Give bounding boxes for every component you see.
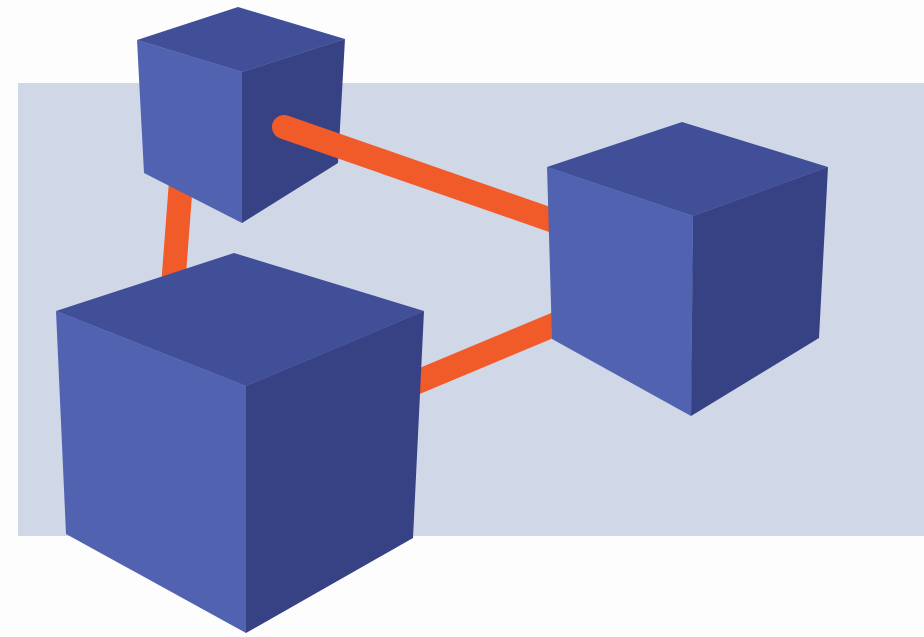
cube-right-right-face bbox=[691, 167, 828, 416]
cube-bottom-left-top-face bbox=[56, 253, 424, 386]
cube-right bbox=[547, 122, 828, 416]
cube-top-left-left-face bbox=[137, 40, 242, 223]
cube-bottom-left bbox=[56, 253, 424, 633]
cube-bottom-left-left-face bbox=[56, 311, 246, 633]
cube-right-top-face bbox=[547, 122, 828, 216]
cube-bottom-left-right-face bbox=[246, 311, 424, 633]
cube-right-left-face bbox=[547, 167, 693, 416]
connector-top-left-to-right bbox=[272, 115, 592, 242]
cube-top-left-top-face bbox=[137, 7, 345, 72]
